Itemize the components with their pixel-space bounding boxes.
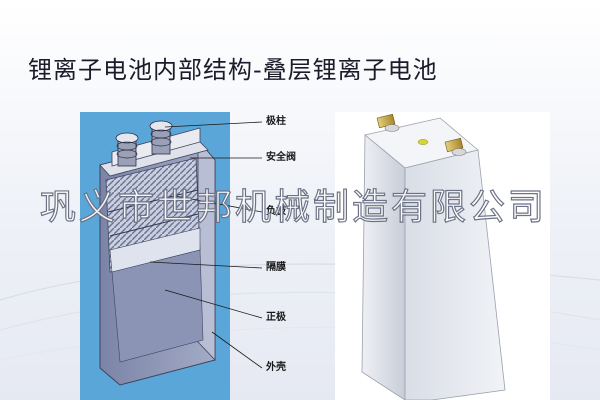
- label-safety-valve: 安全阀: [266, 152, 296, 164]
- label-casing: 外壳: [266, 362, 286, 374]
- terminal-left: [116, 133, 138, 166]
- label-separator: 隔膜: [266, 262, 286, 274]
- label-positive: 正极: [266, 312, 286, 324]
- label-terminal: 极柱: [266, 116, 286, 128]
- company-watermark: 巩义市世邦机械制造有限公司: [40, 178, 547, 230]
- vent-dot: [418, 139, 428, 144]
- cell-side: [362, 135, 405, 400]
- terminal-right: [150, 121, 172, 154]
